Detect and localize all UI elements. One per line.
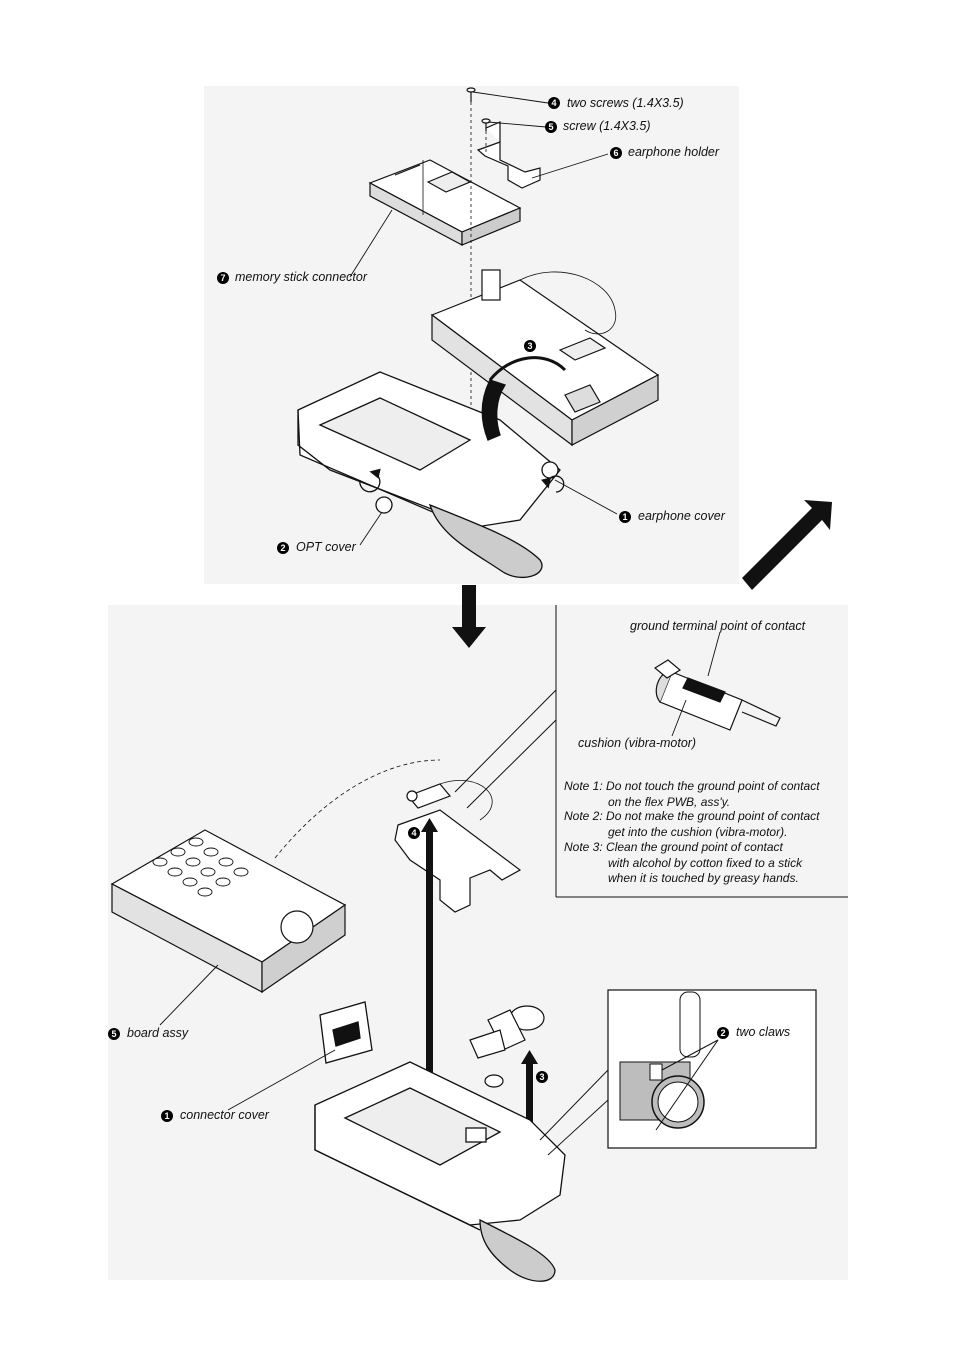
label-screw: screw (1.4X3.5) [563,119,651,133]
note-2-line-1: Do not make the ground point of contact [606,809,820,823]
callout-badge-6: 6 [610,147,622,159]
label-connector-cover: connector cover [180,1108,269,1122]
note-1-line-2: on the flex PWB, ass'y. [608,794,731,809]
callout-badge-5: 5 [545,121,557,133]
memory-stick-connector-drawing [368,159,522,246]
down-arrow [452,585,486,648]
note-2-line-2: get into the cushion (vibra-motor). [608,824,788,839]
label-board-assy: board assy [127,1026,189,1040]
screws-drawing [422,87,491,440]
note-3: Note 3: Clean the ground point of contac… [564,840,802,887]
label-two-claws: two claws [736,1025,791,1039]
note-3-line-1: Clean the ground point of contact [606,840,783,854]
label-earphone-holder: earphone holder [628,145,720,159]
note-3-line-3: when it is touched by greasy hands. [608,871,799,885]
earphone-holder-drawing [476,121,541,189]
vibra-motor-detail-drawing [653,631,781,737]
callout-badge-3-upper: 3 [524,340,536,352]
label-cushion-vibra-motor: cushion (vibra-motor) [578,736,697,750]
note-1: Note 1: Do not touch the ground point of… [564,779,820,810]
callout-badge-4: 4 [548,97,560,109]
lift-arrows [421,818,538,1170]
callout-badge-1-upper: 1 [619,511,631,523]
note-3-head: Note 3: [564,840,603,854]
label-memory-stick-connector: memory stick connector [235,270,367,284]
label-opt-cover: OPT cover [296,540,356,554]
note-1-head: Note 1: [564,779,603,793]
callout-badge-2-lower: 2 [717,1027,729,1039]
callout-badge-3-lower: 3 [536,1071,548,1083]
note-1-line-1: Do not touch the ground point of contact [606,779,820,793]
callout-badge-7: 7 [217,272,229,284]
callout-badge-5-lower: 5 [108,1028,120,1040]
lower-leaders [159,964,336,1111]
vibra-motor-drawing [469,1005,545,1088]
main-board-upper-drawing [430,269,660,447]
callout-badge-1-lower: 1 [161,1110,173,1122]
callout-badge-2-upper: 2 [277,542,289,554]
label-earphone-cover: earphone cover [638,509,725,523]
label-ground-terminal: ground terminal point of contact [630,619,806,633]
note-2: Note 2: Do not make the ground point of … [564,809,820,840]
board-assy-drawing [110,759,441,994]
upper-leaders [349,91,618,546]
detail-panel-frame [454,605,848,898]
diagonal-arrow [742,500,832,590]
phone-body-lower-drawing [314,1001,566,1282]
note-2-head: Note 2: [564,809,603,823]
label-two-screws: two screws (1.4X3.5) [567,96,684,110]
phone-body-upper-drawing [297,356,567,579]
callout-badge-4-lower: 4 [408,827,420,839]
two-claws-inset [539,989,817,1156]
note-3-line-2: with alcohol by cotton fixed to a stick [608,855,803,870]
